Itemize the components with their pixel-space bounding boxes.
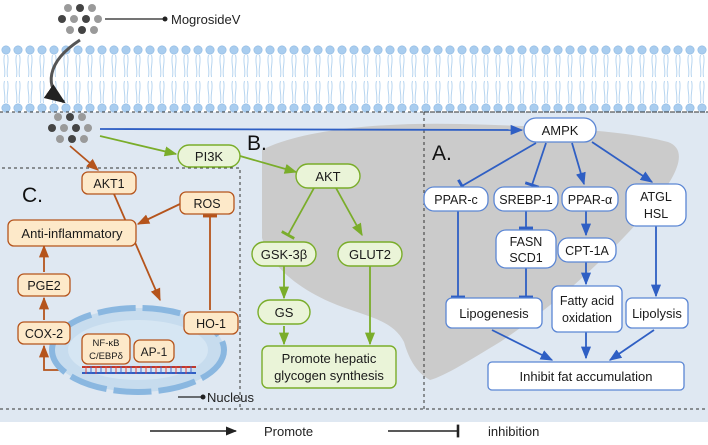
nucleus-leader-dot [200, 394, 206, 400]
node-akt[interactable]: AKT [295, 163, 361, 189]
svg-text:ATGL: ATGL [640, 190, 672, 204]
node-ho1[interactable]: HO-1 [183, 311, 239, 335]
svg-text:Inhibit fat accumulation: Inhibit fat accumulation [520, 369, 653, 384]
node-glycogen-synthesis[interactable]: Promote hepatic glycogen synthesis [261, 345, 397, 389]
mogroside-molecule-inside [48, 113, 92, 143]
node-pi3k[interactable]: PI3K [177, 144, 241, 168]
svg-text:NF-κB: NF-κB [93, 338, 120, 349]
svg-text:CPT-1A: CPT-1A [565, 244, 609, 258]
node-cpt1a[interactable]: CPT-1A [557, 237, 617, 263]
arrow-akt-glut2 [335, 187, 363, 237]
svg-text:Fatty acid: Fatty acid [560, 294, 614, 308]
node-fatty-acid-oxidation[interactable]: Fatty acid oxidation [551, 285, 623, 333]
svg-text:PPAR-α: PPAR-α [568, 193, 613, 207]
node-pparc[interactable]: PPAR-c [423, 186, 489, 212]
arrow-ampk-atgl [591, 141, 654, 183]
section-label-a: A. [432, 142, 452, 165]
svg-text:FASN: FASN [510, 235, 543, 249]
node-gsk3b[interactable]: GSK-3β [251, 241, 317, 267]
svg-text:AKT1: AKT1 [93, 177, 124, 191]
svg-text:Anti-inflammatory: Anti-inflammatory [21, 226, 123, 241]
node-ppara[interactable]: PPAR-α [561, 186, 619, 212]
legend-promote-label: Promote [264, 424, 313, 439]
svg-text:Lipolysis: Lipolysis [632, 306, 682, 321]
svg-text:PI3K: PI3K [195, 149, 224, 164]
svg-text:GSK-3β: GSK-3β [261, 247, 308, 262]
svg-text:PGE2: PGE2 [27, 279, 60, 293]
node-akt1[interactable]: AKT1 [81, 171, 137, 195]
node-srebp1[interactable]: SREBP-1 [493, 186, 559, 212]
svg-text:SCD1: SCD1 [509, 251, 542, 265]
inhibit-ampk-srebp1 [524, 142, 547, 189]
svg-text:HO-1: HO-1 [196, 317, 226, 331]
svg-text:oxidation: oxidation [562, 311, 612, 325]
section-label-c: C. [22, 184, 43, 207]
svg-text:Lipogenesis: Lipogenesis [459, 306, 529, 321]
node-atgl-hsl[interactable]: ATGL HSL [625, 183, 687, 227]
arrow-lipogenesis-inhibit [491, 329, 554, 361]
node-gs[interactable]: GS [257, 299, 311, 325]
node-fasn-scd1[interactable]: FASN SCD1 [495, 229, 557, 269]
svg-text:AMPK: AMPK [542, 123, 579, 138]
svg-text:Promote hepatic: Promote hepatic [282, 351, 377, 366]
svg-text:AP-1: AP-1 [141, 345, 168, 359]
node-pge2[interactable]: PGE2 [17, 273, 71, 297]
arrow-mogroside-pi3k [99, 135, 178, 157]
compound-leader-dot [162, 16, 168, 22]
node-anti-inflammatory[interactable]: Anti-inflammatory [7, 219, 137, 247]
dna-strand [82, 366, 196, 374]
compound-label: MogrosideV [171, 12, 241, 27]
svg-text:C/EBPδ: C/EBPδ [89, 351, 123, 362]
svg-text:COX-2: COX-2 [25, 327, 63, 341]
svg-text:AKT: AKT [315, 169, 340, 184]
node-glut2[interactable]: GLUT2 [337, 241, 403, 267]
svg-text:ROS: ROS [193, 197, 220, 211]
inhibit-akt-gsk3b [281, 187, 315, 240]
svg-text:glycogen synthesis: glycogen synthesis [274, 368, 384, 383]
nucleus-label: Nucleus [207, 390, 254, 405]
cell-membrane [0, 44, 708, 114]
arrow-pi3k-akt [239, 155, 298, 174]
arrow-ampk-ppara [571, 142, 586, 186]
arrow-akt1-nucleus [113, 193, 161, 302]
arrow-lipolysis-inhibit [608, 329, 655, 361]
node-inhibit-fat-accumulation[interactable]: Inhibit fat accumulation [487, 361, 685, 391]
arrow-mogroside-akt1 [69, 145, 99, 171]
node-ap1[interactable]: AP-1 [133, 339, 175, 363]
inhibit-ampk-pparc [457, 142, 537, 193]
mogroside-molecule-outside [58, 4, 102, 34]
node-ampk[interactable]: AMPK [523, 117, 597, 143]
entry-arrow [43, 38, 81, 104]
divider-c [2, 167, 241, 409]
node-lipogenesis[interactable]: Lipogenesis [445, 297, 543, 329]
svg-text:HSL: HSL [644, 207, 668, 221]
svg-text:GS: GS [275, 305, 294, 320]
node-lipolysis[interactable]: Lipolysis [625, 297, 689, 329]
section-label-b: B. [247, 132, 267, 155]
arrow-ros-anti [136, 203, 181, 225]
node-cox2[interactable]: COX-2 [17, 321, 71, 345]
svg-text:PPAR-c: PPAR-c [434, 193, 478, 207]
node-nfkb-cebp[interactable]: NF-κB C/EBPδ [81, 333, 131, 365]
svg-text:GLUT2: GLUT2 [349, 247, 391, 262]
arrow-mogroside-ampk [99, 124, 524, 136]
svg-text:SREBP-1: SREBP-1 [499, 193, 553, 207]
node-ros[interactable]: ROS [179, 191, 235, 215]
legend-inhibition-label: inhibition [488, 424, 539, 439]
